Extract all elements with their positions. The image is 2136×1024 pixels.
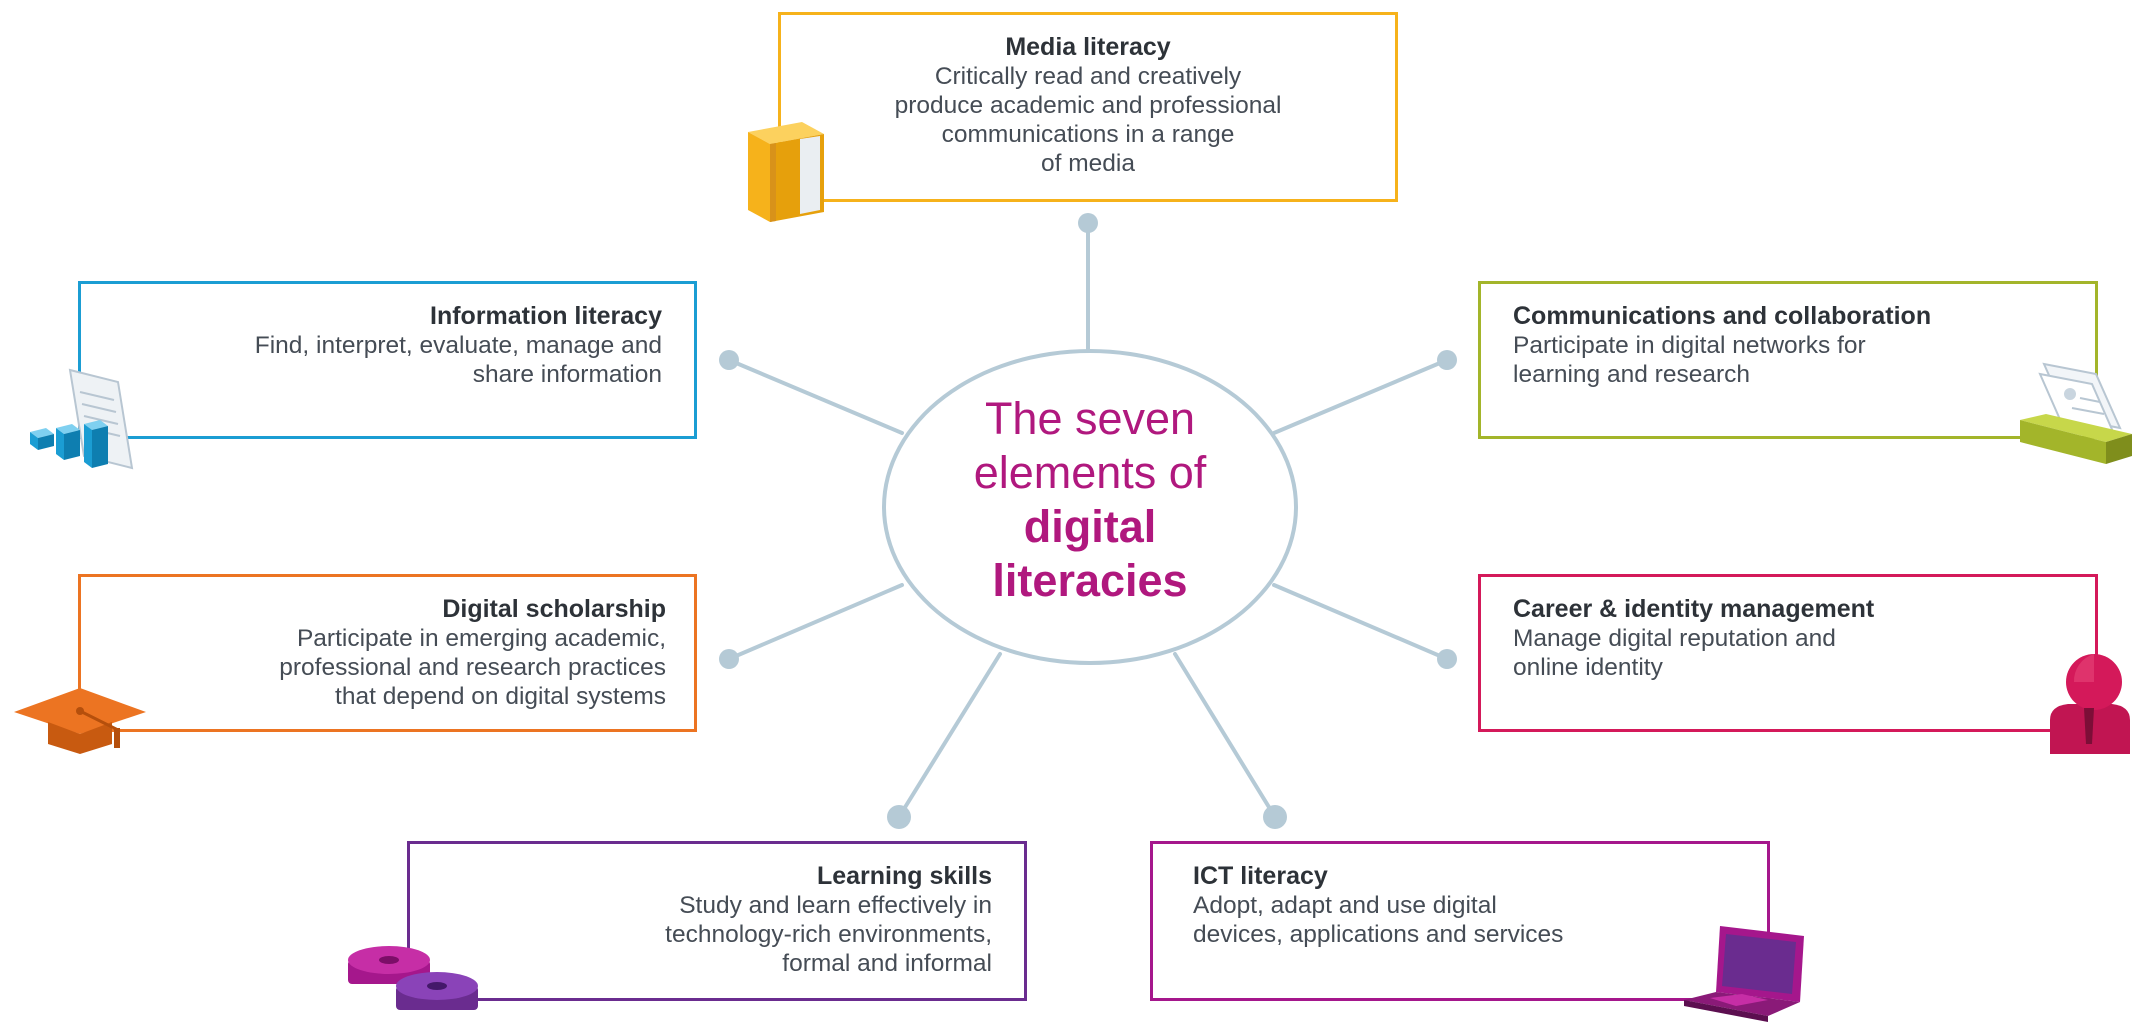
connector-career xyxy=(1272,583,1449,661)
node-learning xyxy=(887,805,911,829)
document-chart-icon xyxy=(30,368,134,470)
node-media xyxy=(1078,213,1098,233)
box-digital-scholarship: Digital scholarship Participate in emerg… xyxy=(78,574,697,732)
connector-scholarship xyxy=(727,583,904,661)
graduation-cap-icon xyxy=(14,688,146,754)
connector-communications xyxy=(1272,358,1449,435)
center-line-1: The seven xyxy=(984,393,1196,444)
learning-skills-title: Learning skills xyxy=(816,862,992,890)
ict-literacy-description: Adopt, adapt and use digital devices, ap… xyxy=(1193,892,1564,948)
communications-title: Communications and collaboration xyxy=(1513,302,1932,330)
book-icon xyxy=(748,122,824,222)
node-career xyxy=(1437,649,1457,669)
media-literacy-description: Critically read and creatively produce a… xyxy=(894,63,1282,177)
media-literacy-title: Media literacy xyxy=(1005,33,1171,61)
box-ict-literacy: ICT literacy Adopt, adapt and use digita… xyxy=(1150,841,1770,1001)
communications-description: Participate in digital networks for lear… xyxy=(1513,332,1866,388)
connector-ict xyxy=(1173,652,1277,819)
node-scholarship xyxy=(719,649,739,669)
information-literacy-title: Information literacy xyxy=(430,302,662,330)
laptop-icon xyxy=(1684,926,1804,1022)
connector-learning xyxy=(897,652,1002,819)
information-literacy-description: Find, interpret, evaluate, manage and sh… xyxy=(254,332,662,388)
career-identity-description: Manage digital reputation and online ide… xyxy=(1513,625,1836,681)
box-career-identity: Career & identity management Manage digi… xyxy=(1478,574,2098,732)
center-line-2: elements of xyxy=(973,447,1207,498)
digital-scholarship-title: Digital scholarship xyxy=(442,595,666,623)
center-circle xyxy=(882,349,1298,665)
node-information xyxy=(719,350,739,370)
box-information-literacy: Information literacy Find, interpret, ev… xyxy=(78,281,697,439)
connector-information xyxy=(727,358,904,435)
box-learning-skills: Learning skills Study and learn effectiv… xyxy=(407,841,1027,1001)
digital-scholarship-description: Participate in emerging academic, profes… xyxy=(279,625,666,710)
career-identity-title: Career & identity management xyxy=(1513,595,1875,623)
person-icon xyxy=(2050,654,2130,754)
box-media-literacy: Media literacy Critically read and creat… xyxy=(778,12,1398,202)
center-title: The seven elements of digital literacies xyxy=(882,392,1298,608)
node-ict xyxy=(1263,805,1287,829)
center-line-3: digital xyxy=(1023,501,1157,552)
node-communications xyxy=(1437,350,1457,370)
box-communications-collaboration: Communications and collaboration Partici… xyxy=(1478,281,2098,439)
gears-icon xyxy=(348,946,478,1010)
ict-literacy-title: ICT literacy xyxy=(1193,862,1328,890)
learning-skills-description: Study and learn effectively in technolog… xyxy=(665,892,992,977)
center-line-4: literacies xyxy=(992,555,1188,606)
card-file-icon xyxy=(2020,362,2132,464)
